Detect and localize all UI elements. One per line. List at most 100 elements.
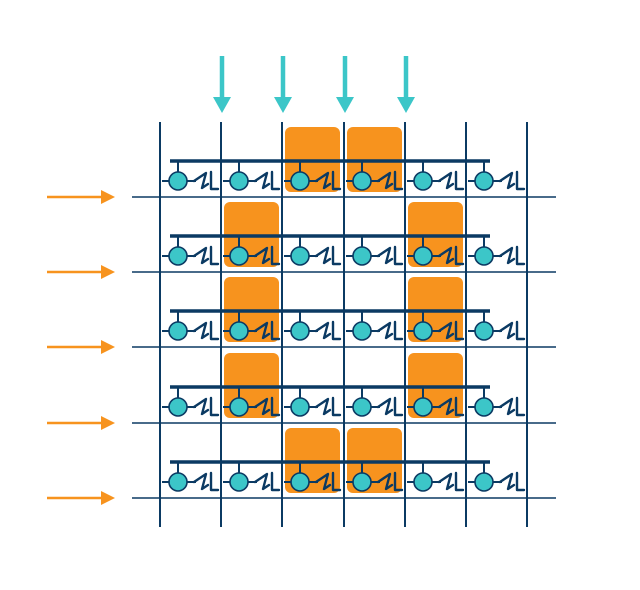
transistor-switch-icon xyxy=(376,170,404,191)
cell-device-r1-c2 xyxy=(284,236,342,266)
cell-device-r3-c4 xyxy=(407,387,465,417)
row-input-arrow-0 xyxy=(47,190,115,204)
cell-device-r2-c0 xyxy=(162,311,220,341)
circle-node-icon xyxy=(413,246,433,266)
cell-device-r3-c5 xyxy=(468,387,526,417)
cell-device-r1-c5 xyxy=(468,236,526,266)
transistor-switch-icon xyxy=(437,245,465,266)
transistor-switch-icon xyxy=(314,471,342,492)
circle-node-icon xyxy=(229,171,249,191)
transistor-switch-icon xyxy=(253,396,281,417)
cell-device-r4-c4 xyxy=(407,462,465,492)
transistor-switch-icon xyxy=(192,320,220,341)
arrow-down-icon xyxy=(397,97,415,113)
circle-node-icon xyxy=(290,321,310,341)
transistor-switch-icon xyxy=(192,170,220,191)
cell-device-r3-c2 xyxy=(284,387,342,417)
cell-device-r4-c1 xyxy=(223,462,281,492)
transistor-switch-icon xyxy=(253,471,281,492)
transistor-switch-icon xyxy=(498,396,526,417)
circle-node-icon xyxy=(474,321,494,341)
transistor-switch-icon xyxy=(192,396,220,417)
arrow-right-icon xyxy=(101,265,115,279)
transistor-switch-icon xyxy=(192,471,220,492)
input-arrows xyxy=(47,56,415,505)
transistor-switch-icon xyxy=(376,245,404,266)
circle-node-icon xyxy=(352,246,372,266)
circle-node-icon xyxy=(168,171,188,191)
circle-node-icon xyxy=(413,397,433,417)
arrow-down-icon xyxy=(274,97,292,113)
transistor-switch-icon xyxy=(253,245,281,266)
cell-device-r1-c4 xyxy=(407,236,465,266)
row-input-arrow-2 xyxy=(47,340,115,354)
circle-node-icon xyxy=(168,397,188,417)
circle-node-icon xyxy=(352,171,372,191)
circle-node-icon xyxy=(413,321,433,341)
transistor-switch-icon xyxy=(498,320,526,341)
circle-node-icon xyxy=(290,397,310,417)
transistor-switch-icon xyxy=(498,170,526,191)
cell-device-r3-c3 xyxy=(346,387,404,417)
arrow-right-icon xyxy=(101,491,115,505)
transistor-switch-icon xyxy=(314,245,342,266)
cell-devices xyxy=(162,161,526,492)
cell-device-r4-c2 xyxy=(284,462,342,492)
transistor-switch-icon xyxy=(314,396,342,417)
circle-node-icon xyxy=(474,397,494,417)
transistor-switch-icon xyxy=(376,396,404,417)
column-input-arrow-2 xyxy=(274,56,292,113)
arrow-right-icon xyxy=(101,190,115,204)
cell-device-r1-c1 xyxy=(223,236,281,266)
cell-device-r0-c3 xyxy=(346,161,404,191)
circle-node-icon xyxy=(168,246,188,266)
cell-device-r0-c5 xyxy=(468,161,526,191)
transistor-switch-icon xyxy=(437,320,465,341)
column-input-arrow-1 xyxy=(213,56,231,113)
arrow-right-icon xyxy=(101,340,115,354)
cell-device-r2-c2 xyxy=(284,311,342,341)
cell-device-r0-c0 xyxy=(162,161,220,191)
grid-lines xyxy=(132,122,556,527)
circle-node-icon xyxy=(352,321,372,341)
circle-node-icon xyxy=(474,171,494,191)
transistor-switch-icon xyxy=(376,320,404,341)
arrow-down-icon xyxy=(336,97,354,113)
circle-node-icon xyxy=(229,321,249,341)
circle-node-icon xyxy=(352,397,372,417)
row-input-arrow-3 xyxy=(47,416,115,430)
cell-device-r0-c1 xyxy=(223,161,281,191)
transistor-switch-icon xyxy=(192,245,220,266)
cell-device-r3-c0 xyxy=(162,387,220,417)
cell-device-r1-c0 xyxy=(162,236,220,266)
circle-node-icon xyxy=(290,472,310,492)
cell-device-r2-c4 xyxy=(407,311,465,341)
circle-node-icon xyxy=(474,472,494,492)
circle-node-icon xyxy=(413,472,433,492)
cell-device-r0-c4 xyxy=(407,161,465,191)
column-input-arrow-4 xyxy=(397,56,415,113)
cell-device-r2-c1 xyxy=(223,311,281,341)
arrow-right-icon xyxy=(101,416,115,430)
circle-node-icon xyxy=(352,472,372,492)
transistor-switch-icon xyxy=(437,471,465,492)
cell-device-r1-c3 xyxy=(346,236,404,266)
circle-node-icon xyxy=(168,321,188,341)
cell-device-r4-c0 xyxy=(162,462,220,492)
circle-node-icon xyxy=(474,246,494,266)
transistor-switch-icon xyxy=(314,320,342,341)
cell-device-r2-c5 xyxy=(468,311,526,341)
transistor-switch-icon xyxy=(498,471,526,492)
column-input-arrow-3 xyxy=(336,56,354,113)
cell-device-r0-c2 xyxy=(284,161,342,191)
circle-node-icon xyxy=(229,246,249,266)
arrow-down-icon xyxy=(213,97,231,113)
circle-node-icon xyxy=(168,472,188,492)
transistor-switch-icon xyxy=(253,170,281,191)
transistor-switch-icon xyxy=(376,471,404,492)
transistor-switch-icon xyxy=(253,320,281,341)
row-input-arrow-1 xyxy=(47,265,115,279)
circle-node-icon xyxy=(290,171,310,191)
transistor-switch-icon xyxy=(437,170,465,191)
